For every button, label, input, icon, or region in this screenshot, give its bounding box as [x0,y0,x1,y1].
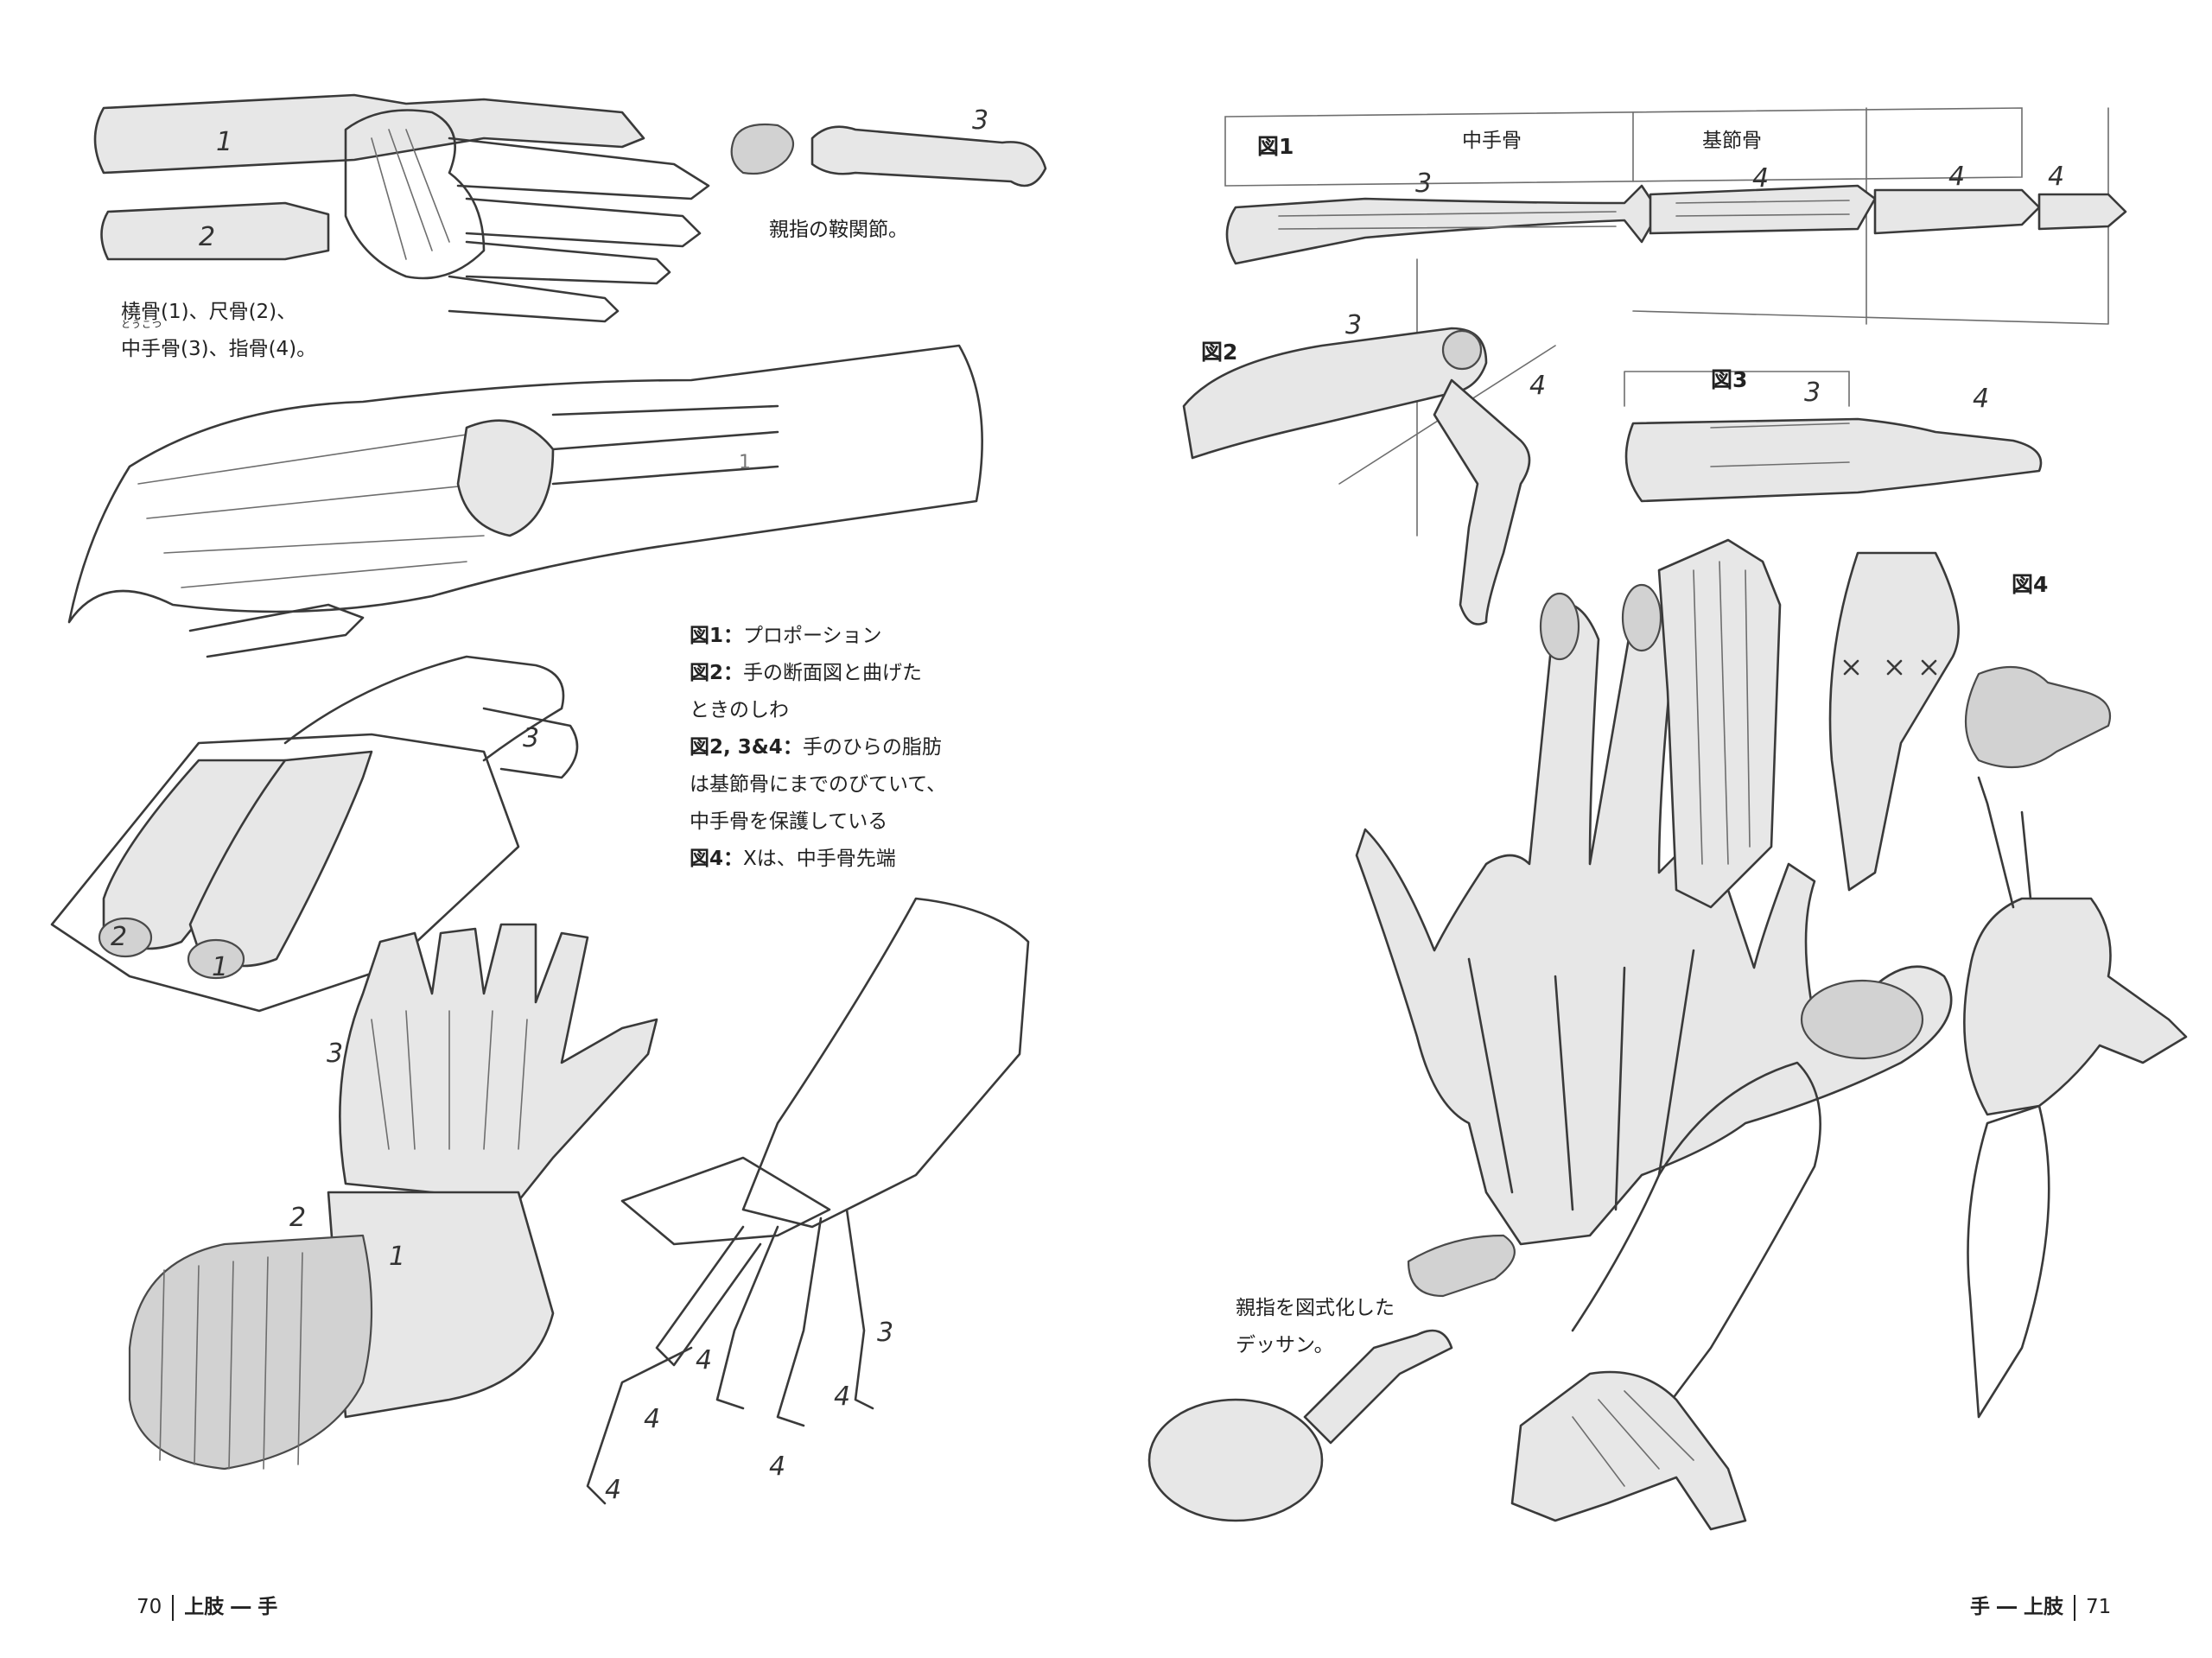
caption-bones-ruby: とうこつ [121,319,162,330]
sketch-thumb-saddle-joint [730,123,1047,187]
label-skel-4b: 4 [834,1382,851,1412]
fig1-label-3: 3 [1415,168,1433,199]
page-number-left: 70 [137,1596,162,1618]
figure-note: は基節骨にまでのびていて、 [690,773,947,796]
label-side-1: 1 [739,452,751,473]
sketch-hand-side-skeleton [67,344,983,658]
label-section-1: 1 [212,952,229,982]
sketch-hand-reaching-forearm [1510,1061,1821,1531]
sketch-palm-section [50,655,579,1013]
left-page-sketches [50,93,1047,1505]
figure-note: 図2, 3&4：手のひらの脂肪 [690,736,942,759]
caption-thumb-joint: 親指の鞍関節。 [769,219,908,241]
figure-note: 中手骨を保護している [690,810,888,833]
right-page-sketches [1147,107,2188,1531]
sketch-fig1-proportion [1224,107,2127,325]
fig3-title: 図3 [1711,367,1748,392]
sketch-hand-skeleton-forearm [586,897,1030,1505]
fig1-label-4a: 4 [1752,163,1770,194]
sketch-fig4-finger-pads [1657,538,2112,909]
folio-left: 70 上肢 ― 手 [137,1590,277,1621]
fig2-title: 図2 [1201,340,1238,365]
fig1-metacarpal-label: 中手骨 [1462,130,1522,152]
section-title-right: 手 ― 上肢 [1970,1596,2064,1618]
left-page: 1 2 3 1 3 2 1 3 2 1 3 4 4 4 4 4 とうこつ橈骨(1… [50,93,1047,1621]
label-radius-1: 1 [216,127,233,157]
caption-bones-line2: 中手骨(3)、指骨(4)。 [121,338,317,360]
sketch-forearm-bones-top [93,93,710,323]
fig1-title: 図1 [1257,134,1294,159]
label-section-2: 2 [111,922,128,952]
sketch-hand-palm-large [1355,583,1953,1246]
sketch-fig3-finger-side [1624,371,2043,503]
fig1-label-4b: 4 [1948,162,1966,192]
label-skel-4a: 4 [696,1345,713,1375]
label-section-3: 3 [523,723,540,753]
caption-thumb-line2: デッサン。 [1236,1334,1334,1356]
folio-divider [172,1594,175,1621]
label-skel-3: 3 [877,1318,894,1348]
figure-note: ときのしわ [690,699,789,721]
fig1-proximal-label: 基節骨 [1702,130,1762,152]
figure-note: 図2：手の断面図と曲げた [690,662,923,684]
folio-divider [2074,1594,2076,1621]
label-dorsal-1: 1 [389,1242,406,1272]
folio-right: 手 ― 上肢 71 [1970,1590,2111,1621]
sketch-fig2-finger-bent [1182,258,1556,626]
caption-bones: とうこつ橈骨(1)、尺骨(2)、 中手骨(3)、指骨(4)。 [121,294,316,368]
fig2-label-3: 3 [1345,310,1363,340]
page-number-right: 71 [2086,1596,2112,1618]
fig2-label-4: 4 [1529,371,1547,401]
label-skel-4e: 4 [605,1475,622,1505]
figure-note: 図4：Xは、中手骨先端 [690,848,896,870]
figure-notes: 図1：プロポーション 図2：手の断面図と曲げた ときのしわ 図2, 3&4：手の… [690,618,946,878]
right-page: 図1 中手骨 基節骨 3 4 4 4 図2 3 4 図3 3 4 図4 親指を図… [1106,0,2212,1658]
label-skel-4c: 4 [644,1404,661,1434]
label-dorsal-3: 3 [327,1039,344,1069]
sketch-hand-dorsal-view [128,923,658,1471]
figure-note: 図1：プロポーション [690,625,882,647]
label-ulna-2: 2 [199,222,216,252]
section-title-left: 上肢 ― 手 [184,1596,278,1618]
fig4-title: 図4 [2012,572,2049,597]
caption-bones-line1: 橈骨(1)、尺骨(2)、 [121,301,297,323]
sketch-raised-arm-thumb [1963,776,2188,1419]
label-thumb-3: 3 [972,105,989,136]
label-dorsal-2: 2 [289,1203,307,1233]
sketch-thumb-schematic [1147,1234,1516,1522]
fig3-label-4: 4 [1973,384,1990,414]
label-skel-4d: 4 [769,1452,786,1482]
caption-thumb-line1: 親指を図式化した [1236,1297,1395,1319]
fig3-label-3: 3 [1804,378,1821,408]
fig1-label-4c: 4 [2048,162,2065,192]
caption-thumb-schematic: 親指を図式化した デッサン。 [1236,1290,1395,1364]
